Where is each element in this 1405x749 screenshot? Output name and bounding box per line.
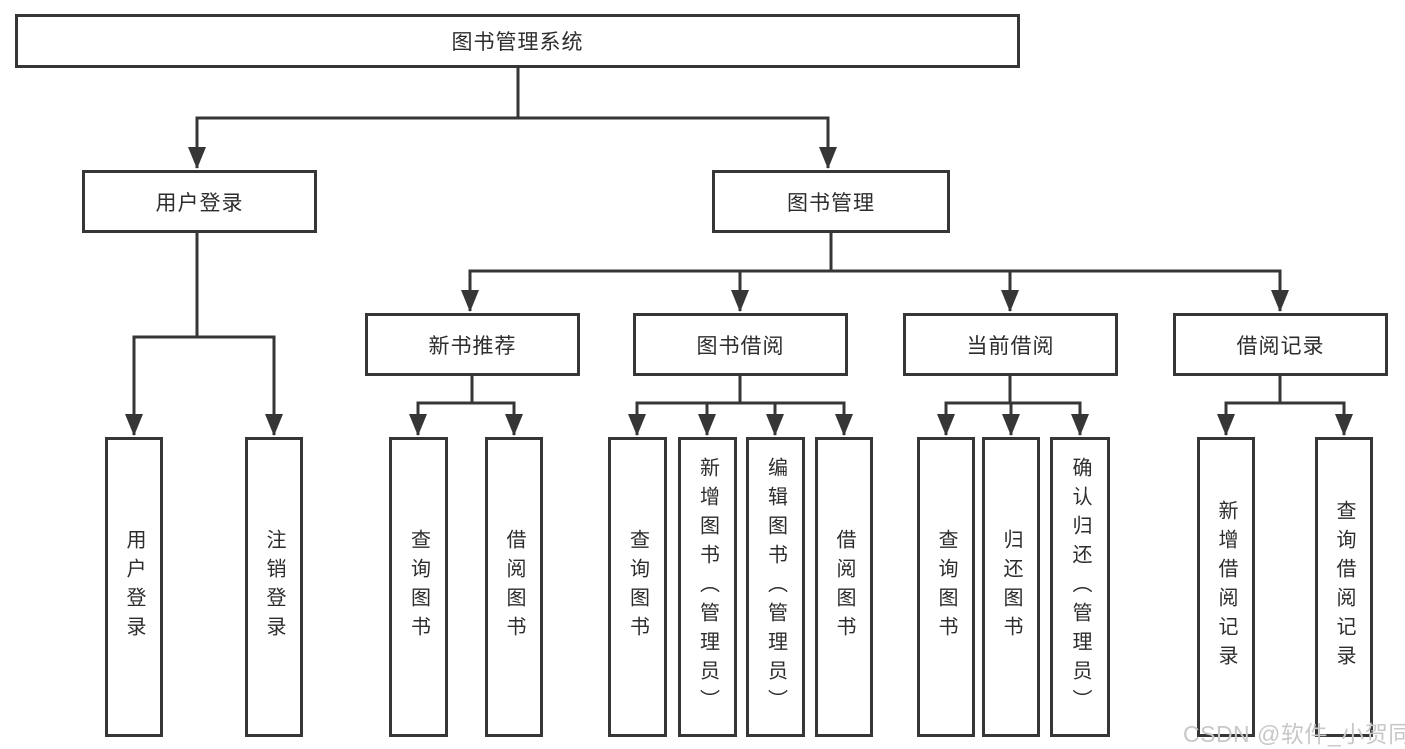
node-user-login: 用户登录 <box>82 170 317 233</box>
leaf-cb-confirm-return-admin: 确认归还（管理员） <box>1050 437 1110 737</box>
leaf-logout: 注销登录 <box>245 437 303 737</box>
leaf-nb-query-book: 查询图书 <box>389 437 448 737</box>
node-book-management-label: 图书管理 <box>787 191 875 215</box>
csdn-watermark: CSDN @软件_小贺同学 <box>1183 721 1405 747</box>
leaf-user-login: 用户登录 <box>105 437 163 737</box>
leaf-logout-label: 注销登录 <box>263 529 285 645</box>
node-borrow-record: 借阅记录 <box>1173 313 1388 376</box>
leaf-bb-borrow-book: 借阅图书 <box>815 437 873 737</box>
node-borrow-record-label: 借阅记录 <box>1236 334 1325 358</box>
leaf-bb-add-book-admin: 新增图书（管理员） <box>678 437 737 737</box>
node-new-book-recommend-label: 新书推荐 <box>428 334 517 358</box>
leaf-bb-edit-book-admin: 编辑图书（管理员） <box>746 437 805 737</box>
node-book-borrow-label: 图书借阅 <box>696 334 785 358</box>
leaf-cb-query-book: 查询图书 <box>917 437 975 737</box>
leaf-bb-query-book: 查询图书 <box>608 437 667 737</box>
leaf-nb-borrow-book: 借阅图书 <box>485 437 543 737</box>
connector-new-book-trunk <box>416 376 516 405</box>
leaf-bb-query-book-label: 查询图书 <box>626 529 649 645</box>
leaf-cb-return-book: 归还图书 <box>982 437 1040 737</box>
connector-user-login-trunk <box>132 233 276 339</box>
node-current-borrow-label: 当前借阅 <box>966 334 1055 358</box>
leaf-bb-edit-book-admin-label: 编辑图书（管理员） <box>764 456 787 718</box>
node-user-login-label: 用户登录 <box>155 191 244 215</box>
leaf-user-login-label: 用户登录 <box>123 529 145 645</box>
connector-book-management-trunk <box>468 233 1282 273</box>
node-new-book-recommend: 新书推荐 <box>365 313 580 376</box>
leaf-cb-return-book-label: 归还图书 <box>1000 529 1022 645</box>
leaf-nb-query-book-label: 查询图书 <box>407 529 430 645</box>
leaf-br-query-record: 查询借阅记录 <box>1315 437 1373 737</box>
leaf-br-query-record-label: 查询借阅记录 <box>1333 500 1355 674</box>
node-root-label: 图书管理系统 <box>451 31 584 54</box>
leaf-nb-borrow-book-label: 借阅图书 <box>503 529 525 645</box>
node-book-management: 图书管理 <box>712 170 950 233</box>
leaf-bb-borrow-book-label: 借阅图书 <box>833 529 855 645</box>
node-book-borrow: 图书借阅 <box>633 313 848 376</box>
node-current-borrow: 当前借阅 <box>903 313 1118 376</box>
connector-book-borrow-trunk <box>635 376 846 405</box>
leaf-br-add-record-label: 新增借阅记录 <box>1215 500 1237 674</box>
leaf-cb-query-book-label: 查询图书 <box>935 529 957 645</box>
node-root: 图书管理系统 <box>15 14 1020 68</box>
connector-root-trunk <box>195 67 830 120</box>
connector-borrow-record-trunk <box>1224 376 1346 405</box>
connector-current-borrow-trunk <box>944 376 1082 405</box>
leaf-br-add-record: 新增借阅记录 <box>1197 437 1255 737</box>
leaf-cb-confirm-return-admin-label: 确认归还（管理员） <box>1069 456 1091 718</box>
leaf-bb-add-book-admin-label: 新增图书（管理员） <box>696 456 719 718</box>
